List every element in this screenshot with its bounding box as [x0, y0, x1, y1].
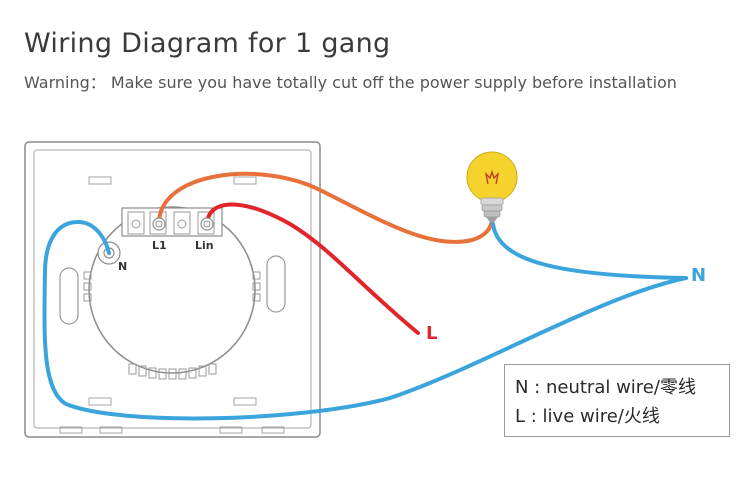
warning-text: Warning： Make sure you have totally cut …	[24, 73, 677, 92]
light-bulb	[466, 151, 518, 225]
legend-neutral: N : neutral wire/零线	[515, 377, 696, 398]
switch-module	[83, 206, 261, 380]
page-title: Wiring Diagram for 1 gang	[24, 28, 391, 59]
right-mounting-slot	[266, 255, 286, 313]
switched-wire	[156, 171, 493, 244]
terminal-label-l1: L1	[152, 239, 167, 252]
terminal-label-lin: Lin	[195, 239, 214, 252]
legend-box: N : neutral wire/零线 L : live wire/火线	[504, 364, 730, 437]
terminal-label-n: N	[118, 260, 127, 273]
live-wire	[205, 202, 420, 335]
neutral-wire-switch	[42, 219, 688, 421]
left-mounting-slot	[59, 267, 79, 325]
neutral-wire-label: N	[691, 265, 707, 286]
live-wire-label: L	[426, 323, 438, 344]
legend-live: L : live wire/火线	[515, 406, 660, 427]
neutral-wire-bulb	[491, 222, 688, 280]
